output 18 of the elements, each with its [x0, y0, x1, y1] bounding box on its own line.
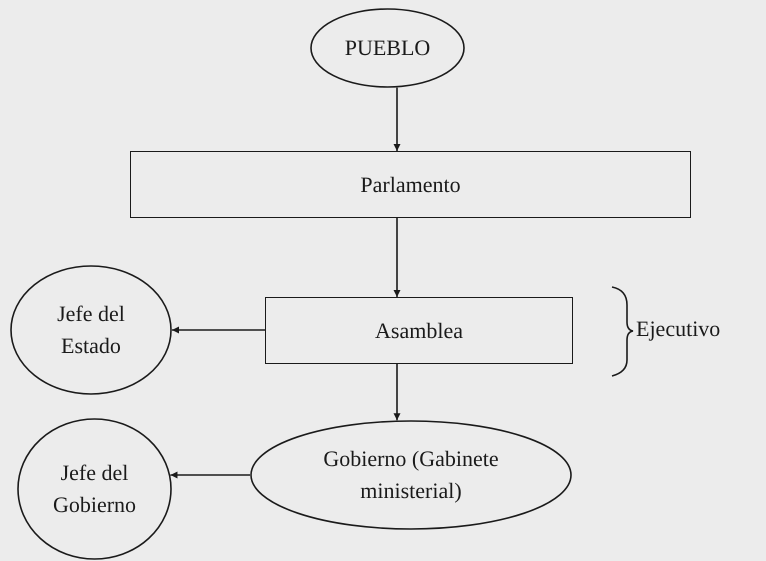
oval-node	[17, 418, 172, 560]
oval-node	[10, 265, 172, 395]
node-label: Asamblea	[375, 316, 463, 345]
node-label: Parlamento	[360, 170, 461, 199]
oval-node	[250, 420, 572, 530]
process-box	[265, 297, 573, 364]
oval-node	[310, 8, 465, 88]
group-label: Ejecutivo	[636, 316, 720, 342]
process-box	[130, 151, 691, 218]
arrow	[394, 218, 400, 297]
arrow	[172, 326, 265, 334]
node-label: Gobierno (Gabinete ministerial)	[322, 445, 500, 505]
node-label: Jefe del Gobierno	[52, 459, 138, 519]
arrow	[394, 364, 400, 420]
arrow	[394, 88, 400, 151]
node-label: Jefe del Estado	[56, 300, 126, 360]
arrow	[170, 472, 250, 478]
node-label: PUEBLO	[344, 34, 430, 62]
